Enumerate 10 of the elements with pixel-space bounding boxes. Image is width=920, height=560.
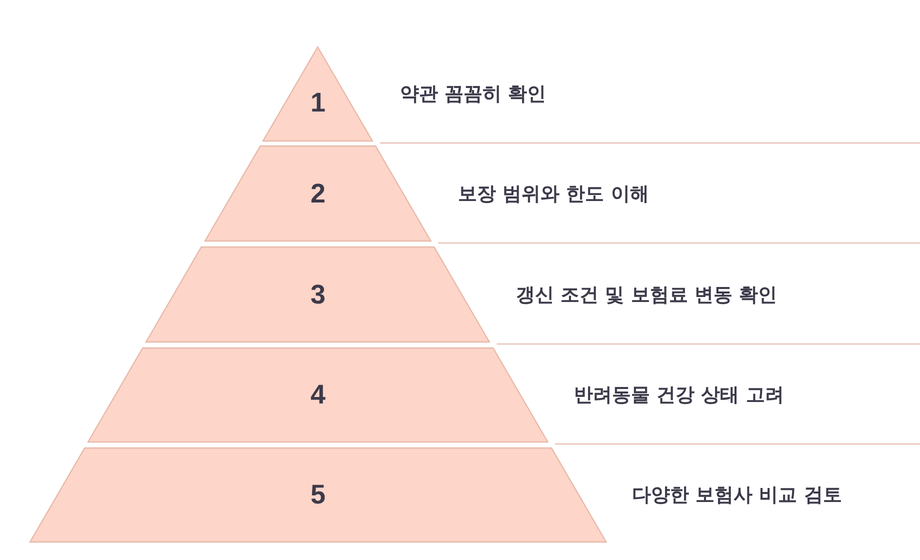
level-label: 약관 꼼꼼히 확인 bbox=[400, 82, 546, 107]
level-number: 4 bbox=[310, 380, 326, 410]
level-label: 다양한 보험사 비교 검토 bbox=[632, 483, 842, 508]
level-label: 보장 범위와 한도 이해 bbox=[458, 182, 649, 206]
level-number: 2 bbox=[310, 178, 326, 209]
level-label: 반려동물 건강 상태 고려 bbox=[574, 383, 784, 408]
level-label: 갱신 조건 및 보험료 변동 확인 bbox=[516, 282, 778, 308]
level-number: 3 bbox=[310, 279, 326, 310]
level-number: 1 bbox=[310, 88, 326, 119]
level-number: 5 bbox=[310, 480, 326, 510]
